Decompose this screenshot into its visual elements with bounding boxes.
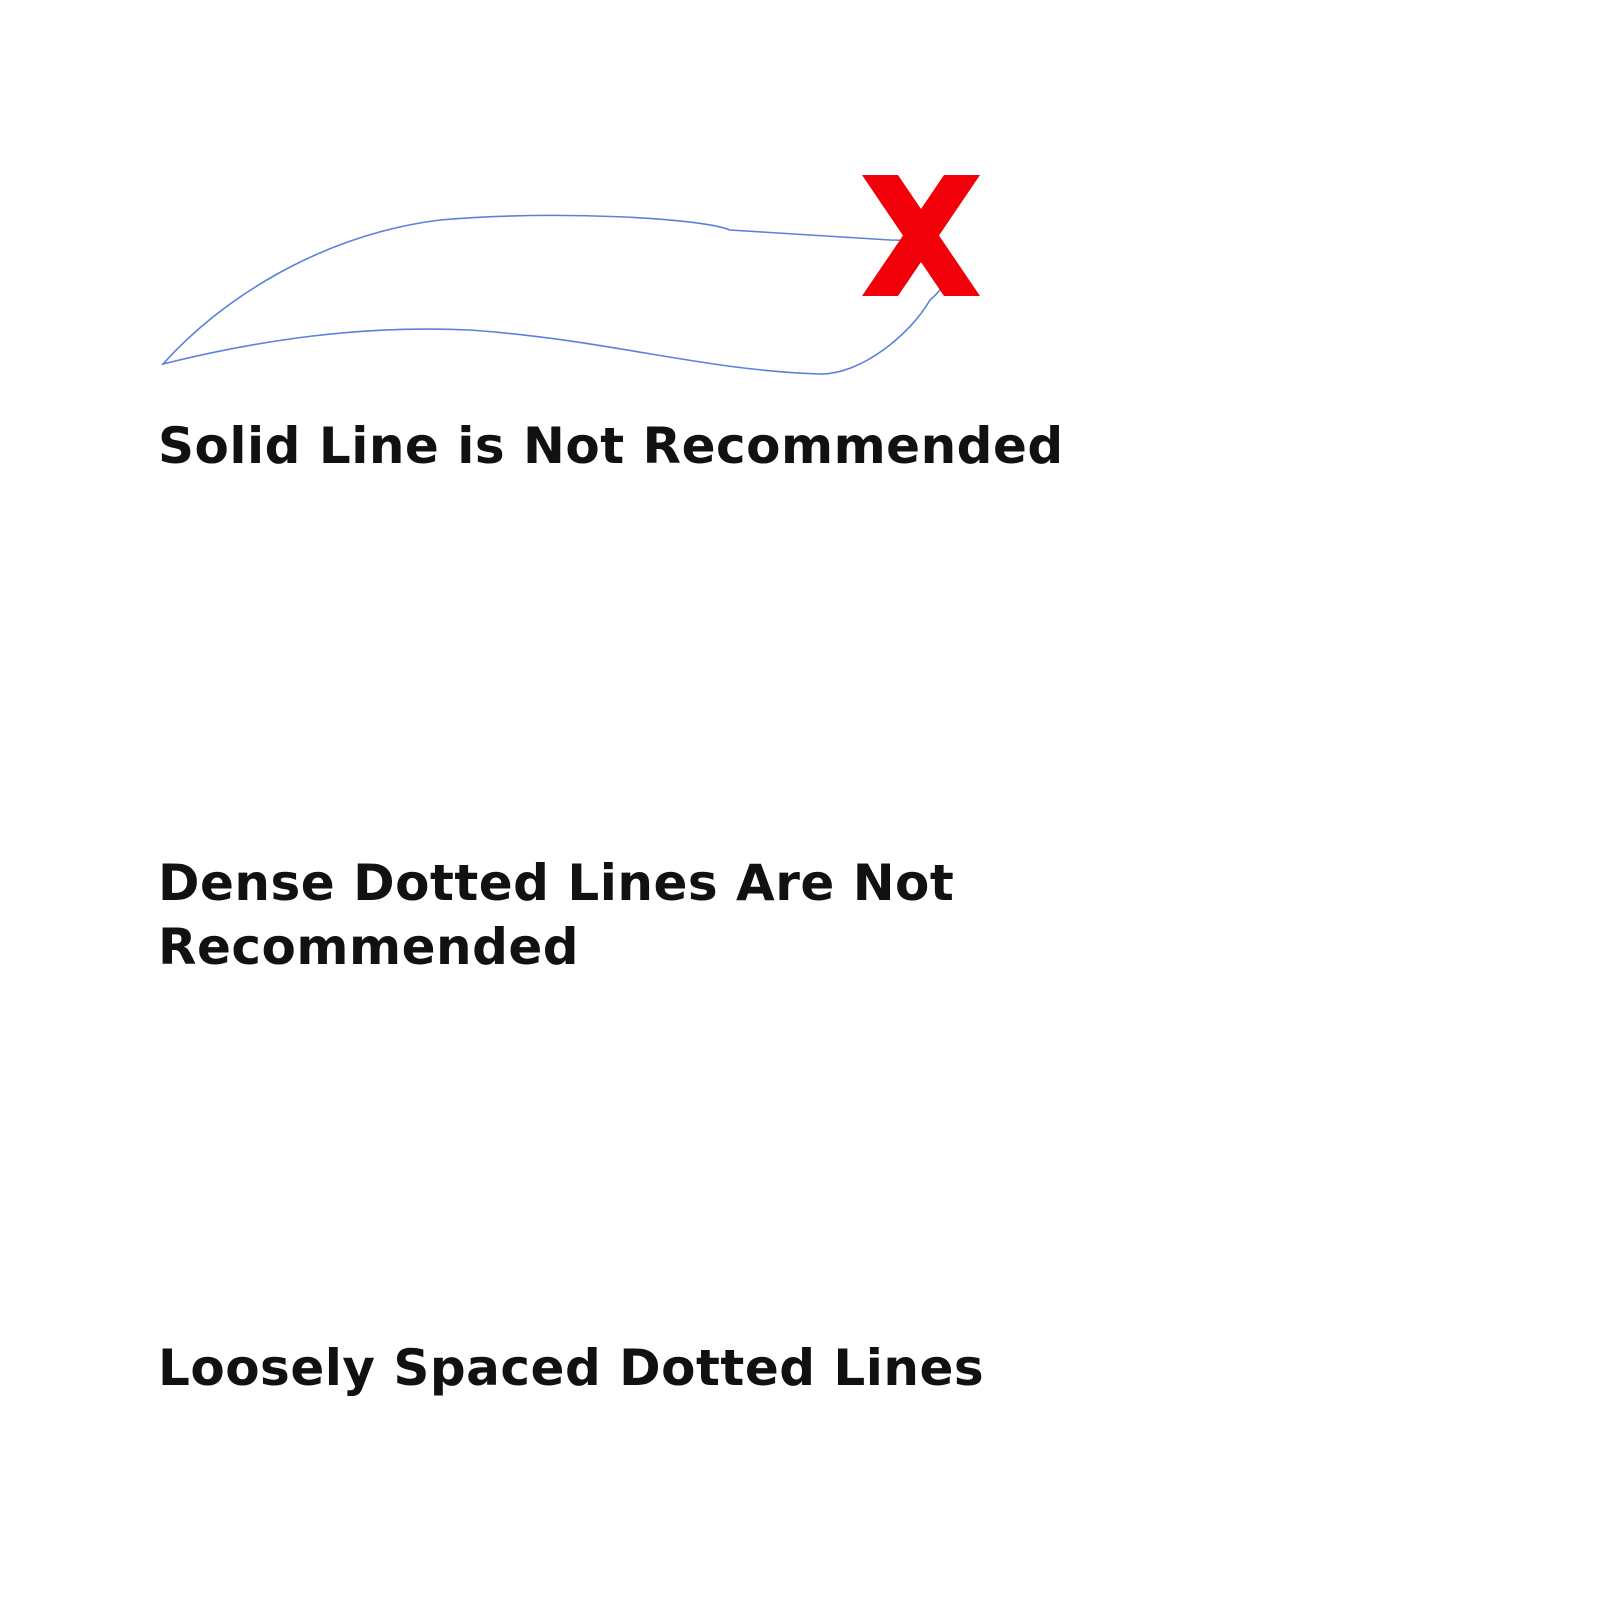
dense-dotted-caption-line2: Recommended: [158, 918, 580, 976]
dense-dotted-caption-line1: Dense Dotted Lines Are Not: [158, 854, 955, 912]
solid-line-example: [160, 175, 980, 375]
dense-dotted-caption: Dense Dotted Lines Are Not Recommended: [158, 851, 978, 979]
solid-brow-outline: [160, 214, 950, 375]
loose-dotted-caption: Loosely Spaced Dotted Lines: [158, 1339, 985, 1397]
solid-line-caption: Solid Line is Not Recommended: [158, 417, 1064, 475]
red-x-icon: [862, 175, 980, 296]
